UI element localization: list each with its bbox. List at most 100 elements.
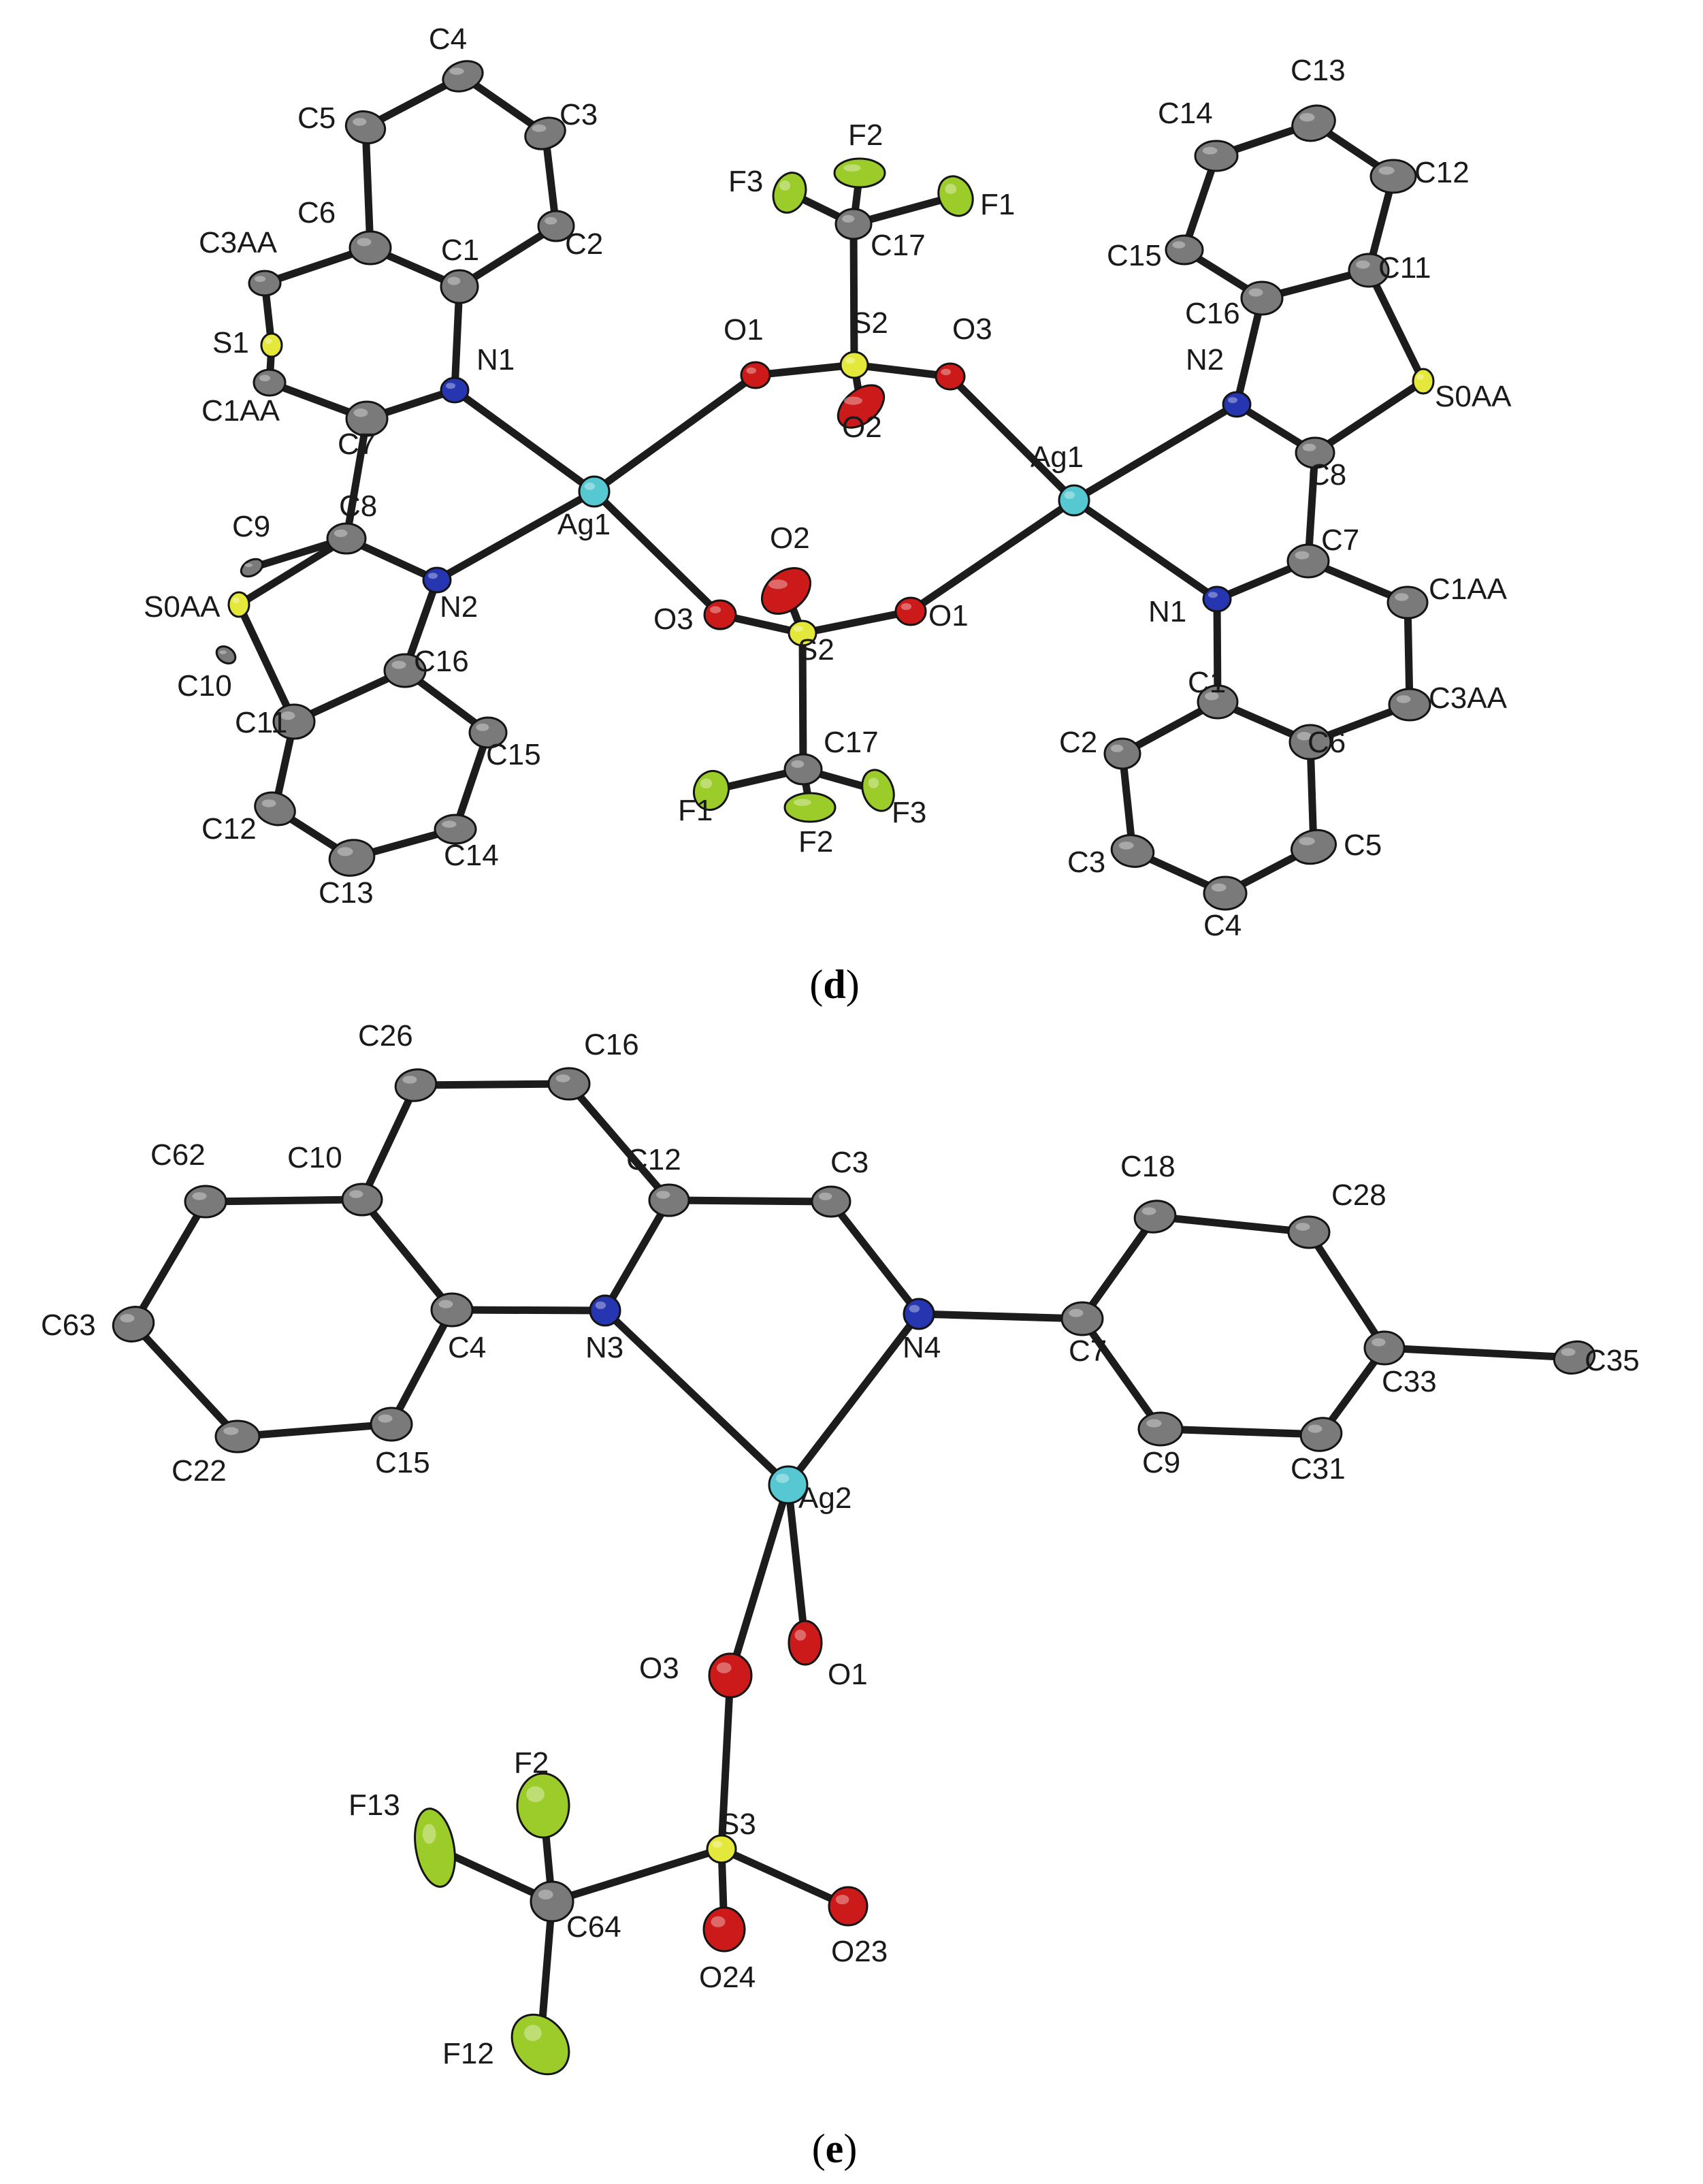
bond-N2b-C16b — [1233, 294, 1266, 408]
bond-C16-C12 — [565, 1080, 673, 1204]
panel-d-caption: (d) — [809, 962, 859, 1007]
atom-label-c1aaa: C1AA — [201, 394, 280, 428]
atom-label-c64: C64 — [566, 1910, 621, 1944]
bond-C15-C4 — [387, 1306, 456, 1428]
atom-c-c8b — [1295, 436, 1335, 469]
atom-label-f13: F13 — [348, 1788, 400, 1822]
atom-highlight-f1a — [945, 184, 957, 194]
atom-highlight-c3aaa — [255, 276, 266, 283]
bond-C10-C62 — [201, 1195, 366, 1206]
atom-c-c16b — [1240, 280, 1284, 316]
atom-highlight-f2b — [793, 799, 811, 806]
atom-label-c17b: C17 — [824, 726, 879, 759]
atom-o-o24 — [702, 1906, 746, 1953]
atom-highlight-c10 — [349, 1190, 363, 1198]
bond-C5a-C6a — [361, 123, 374, 252]
bond-N3-Ag2 — [601, 1306, 792, 1489]
atom-c-c8a — [326, 522, 367, 555]
atom-highlight-o2b — [768, 579, 788, 590]
atom-c-c15b — [1165, 234, 1204, 266]
atom-label-c15a: C15 — [486, 738, 541, 771]
atom-highlight-c4a — [449, 67, 464, 75]
bond-C8b-C7b — [1304, 449, 1319, 565]
panel-d-atoms — [215, 60, 1435, 911]
atom-c-c9a — [240, 558, 264, 578]
atom-c-c33 — [1363, 1330, 1406, 1366]
atom-c-c7b — [1286, 543, 1330, 579]
atom-highlight-c3a — [532, 124, 547, 132]
atom-label-s0aaa: S0AA — [144, 590, 221, 624]
atom-label-c3a: C3 — [559, 98, 598, 131]
atom-label-o2b: O2 — [770, 521, 810, 555]
atom-label-c63: C63 — [41, 1308, 96, 1342]
atom-label-c16a: C16 — [414, 645, 469, 678]
atom-c-c13a — [328, 839, 376, 877]
atom-highlight-c2b — [1111, 744, 1124, 752]
atom-c-c12b — [1369, 159, 1417, 194]
atom-s-s0aaa — [227, 591, 250, 618]
atom-ag-ag1a — [578, 475, 611, 508]
atom-n-n3 — [589, 1294, 621, 1327]
atom-label-c2a: C2 — [565, 227, 603, 261]
atom-c-c22 — [214, 1419, 261, 1454]
atom-c-c3b — [1110, 834, 1155, 868]
atom-label-c7a: C7 — [338, 428, 376, 461]
atom-label-s3: S3 — [719, 1808, 756, 1841]
atom-highlight-n3 — [595, 1301, 606, 1309]
atom-label-c3aaa: C3AA — [199, 226, 278, 259]
panel-e-atoms — [112, 1067, 1596, 2076]
atom-c-c5a — [344, 110, 387, 144]
atom-highlight-c11b — [1356, 260, 1370, 269]
atom-label-f1b: F1 — [678, 794, 713, 827]
atom-highlight-o1b — [901, 603, 912, 610]
atom-c-c1a — [440, 269, 479, 304]
atom-label-o1e: O1 — [828, 1658, 868, 1691]
atom-label-c15b: C15 — [1107, 239, 1162, 272]
atom-label-f3a: F3 — [728, 165, 763, 198]
atom-f-f12 — [510, 2013, 570, 2076]
bond-N3-C4 — [448, 1306, 609, 1315]
atom-c-c35 — [1553, 1340, 1596, 1375]
atom-highlight-c15 — [378, 1414, 393, 1423]
atom-label-ag1b: Ag1 — [1031, 440, 1084, 474]
atom-highlight-s1a — [265, 338, 272, 344]
atom-highlight-c17a — [842, 214, 855, 223]
atom-o-o3e — [708, 1652, 753, 1699]
atom-highlight-ag1a — [584, 482, 596, 490]
atom-label-c7: C7 — [1069, 1334, 1107, 1368]
atom-s-s2a — [839, 351, 869, 379]
atom-f-f1b — [692, 769, 730, 812]
atom-c-c12a — [254, 791, 296, 826]
atom-label-c12: C12 — [626, 1143, 681, 1176]
atom-highlight-c1aab — [1395, 593, 1409, 601]
atom-f-f3a — [772, 172, 807, 214]
atom-label-o24: O24 — [699, 1961, 756, 1994]
atom-highlight-c1aaa — [259, 374, 271, 382]
atom-o-o2a — [837, 384, 886, 429]
atom-c-c12 — [648, 1183, 690, 1217]
atom-c-c3a — [524, 116, 566, 150]
bond-C1AAb-C3AAb — [1404, 598, 1414, 709]
bond-S3-C64 — [548, 1845, 726, 1906]
atom-label-c4b: C4 — [1203, 909, 1242, 942]
atom-label-c17a: C17 — [871, 229, 926, 262]
atom-label-n1a: N1 — [476, 343, 515, 376]
atom-highlight-c13b — [1299, 113, 1315, 122]
atom-label-c3b: C3 — [1067, 846, 1105, 879]
bond-Ag1a-O3b — [590, 487, 724, 619]
atom-label-c4a: C4 — [429, 22, 467, 56]
bond-C8b-S0AAb — [1311, 377, 1427, 457]
atom-label-c18: C18 — [1120, 1150, 1175, 1183]
atom-highlight-s3 — [712, 1841, 723, 1848]
atom-label-c12b: C12 — [1414, 156, 1470, 189]
bond-C12-N3 — [601, 1196, 673, 1315]
atom-c-c13b — [1291, 104, 1336, 142]
bond-O3a-Ag1b — [946, 372, 1078, 504]
atom-highlight-c4 — [438, 1300, 453, 1308]
atom-n-n1a — [440, 376, 470, 404]
atom-label-c2b: C2 — [1059, 726, 1097, 759]
atom-o-o1a — [740, 361, 771, 389]
atom-c-c1aab — [1386, 585, 1429, 620]
